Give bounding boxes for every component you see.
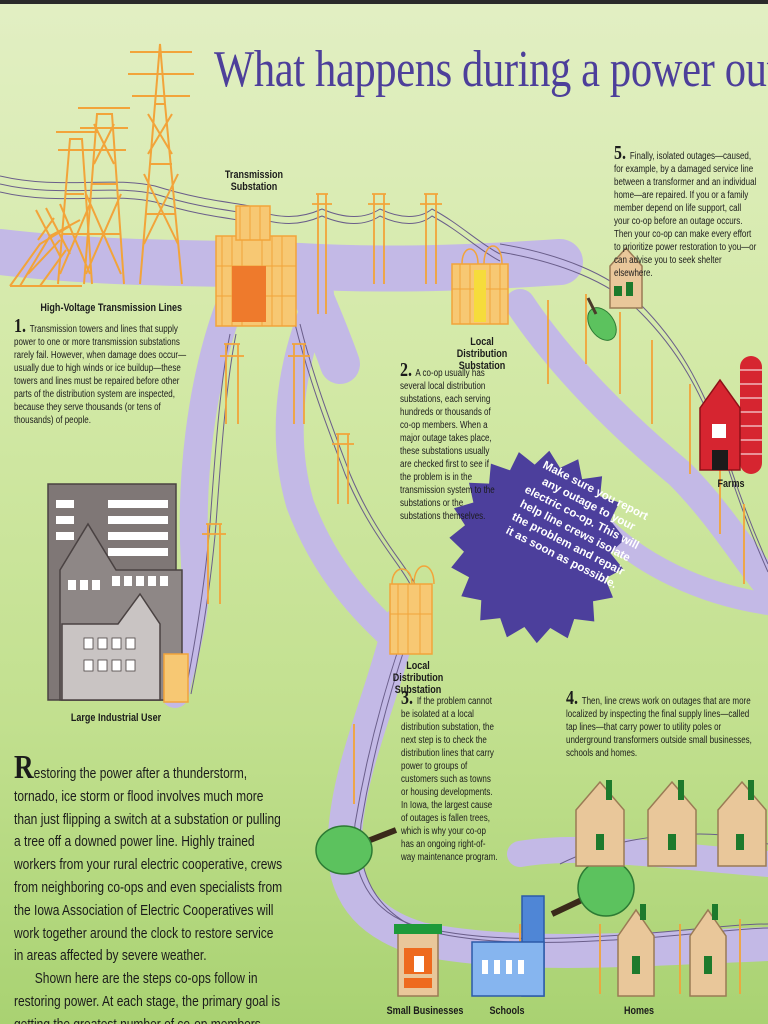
farmhouse <box>586 246 643 341</box>
local-substation-2 <box>389 565 435 655</box>
barn <box>699 356 762 474</box>
step-5: 5. Finally, isolated outages—caused, for… <box>614 143 758 280</box>
step-3-number: 3. <box>401 687 413 709</box>
intro-paragraph-1: Restoring the power after a thunderstorm… <box>14 751 284 968</box>
step-2-number: 2. <box>400 359 412 381</box>
transmission-substation <box>215 205 297 327</box>
step-4-text: Then, line crews work on outages that ar… <box>566 696 752 759</box>
tower-small <box>56 131 98 285</box>
small-business <box>394 924 442 997</box>
trees <box>315 825 635 917</box>
transmission-towers <box>9 43 194 287</box>
step-5-text: Finally, isolated outages—caused, for ex… <box>614 151 757 279</box>
school <box>471 895 545 997</box>
page-title: What happens during a power outage? <box>214 41 768 98</box>
step-2: 2. A co-op usually has several local dis… <box>400 360 496 523</box>
local-substation-1 <box>451 245 509 325</box>
tower-tall <box>128 43 194 285</box>
intro-text: Restoring the power after a thunderstorm… <box>14 751 284 1024</box>
step-3: 3. If the problem cannot be isolated at … <box>401 688 499 864</box>
transmission-substation-label: Transmission Substation <box>224 169 284 193</box>
intro-drop-cap: R <box>14 749 34 786</box>
local-substation-2-label: Local Distribution Substation <box>392 660 444 696</box>
homes-label: Homes <box>623 1005 655 1017</box>
intro-paragraph-2: Shown here are the steps co-ops follow i… <box>14 970 281 1024</box>
industrial-user-label: Large Industrial User <box>70 712 162 724</box>
step-3-text: If the problem cannot be isolated at a l… <box>401 696 498 863</box>
report-outage-starburst <box>449 450 625 644</box>
power-grid-illustration <box>0 43 768 997</box>
small-businesses-label: Small Businesses <box>386 1005 464 1017</box>
tower-collapsed <box>9 207 82 287</box>
farms-label: Farms <box>717 478 745 490</box>
step-1-text: Transmission towers and lines that suppl… <box>14 324 187 426</box>
step-1-number: 1. <box>14 315 26 337</box>
house-doors <box>596 780 754 974</box>
step-5-number: 5. <box>614 142 626 164</box>
industrial-buildings <box>47 483 189 703</box>
step-4: 4. Then, line crews work on outages that… <box>566 688 760 760</box>
intro-paragraph-1-text: estoring the power after a thunderstorm,… <box>14 765 283 965</box>
hv-lines-label: High-Voltage Transmission Lines <box>40 302 183 314</box>
step-2-text: A co-op usually has several local distri… <box>400 368 495 522</box>
houses <box>575 780 767 997</box>
step-4-number: 4. <box>566 687 578 709</box>
local-substation-1-label: Local Distribution Substation <box>456 336 508 372</box>
schools-label: Schools <box>489 1005 525 1017</box>
step-1: 1. Transmission towers and lines that su… <box>14 316 198 427</box>
